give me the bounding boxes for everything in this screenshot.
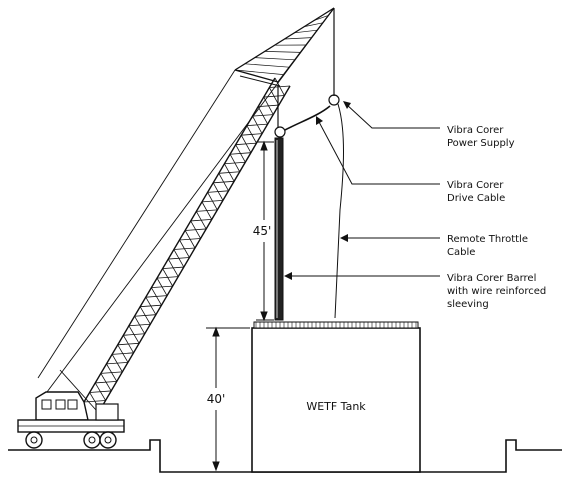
label-power-supply: Vibra Corer Power Supply	[447, 125, 515, 149]
leader-arrows	[284, 101, 351, 280]
corer-barrel	[275, 138, 283, 320]
label-throttle-cable: Remote Throttle Cable	[447, 234, 528, 258]
jib-brace	[324, 8, 334, 14]
wetf-tank: WETF Tank	[252, 322, 420, 472]
power-supply-cable	[335, 104, 344, 318]
leader-lines	[286, 104, 440, 276]
svg-text:Vibra Corer: Vibra Corer	[447, 180, 504, 191]
jib-brace	[245, 64, 289, 67]
grating-ticks	[256, 322, 416, 328]
svg-text:Power Supply: Power Supply	[447, 138, 515, 149]
jib-brace	[255, 58, 295, 60]
jib-brace	[265, 51, 301, 52]
label-corer-barrel: Vibra Corer Barrel with wire reinforced …	[447, 273, 546, 310]
barrel-length-dim: 45'	[253, 224, 272, 238]
tank-label: WETF Tank	[306, 400, 366, 413]
svg-text:Vibra Corer: Vibra Corer	[447, 125, 504, 136]
svg-text:Drive Cable: Drive Cable	[447, 193, 505, 204]
crane-carrier	[18, 392, 124, 448]
svg-text:with wire reinforced: with wire reinforced	[447, 286, 546, 297]
drive-cable	[285, 106, 330, 130]
svg-text:Vibra Corer Barrel: Vibra Corer Barrel	[447, 273, 536, 284]
svg-text:Cable: Cable	[447, 247, 475, 258]
jib-brace	[285, 38, 312, 39]
label-drive-cable: Vibra Corer Drive Cable	[447, 180, 505, 204]
svg-text:Remote Throttle: Remote Throttle	[447, 234, 528, 245]
svg-text:sleeving: sleeving	[447, 299, 489, 310]
tank-height-dim: 40'	[207, 392, 226, 406]
